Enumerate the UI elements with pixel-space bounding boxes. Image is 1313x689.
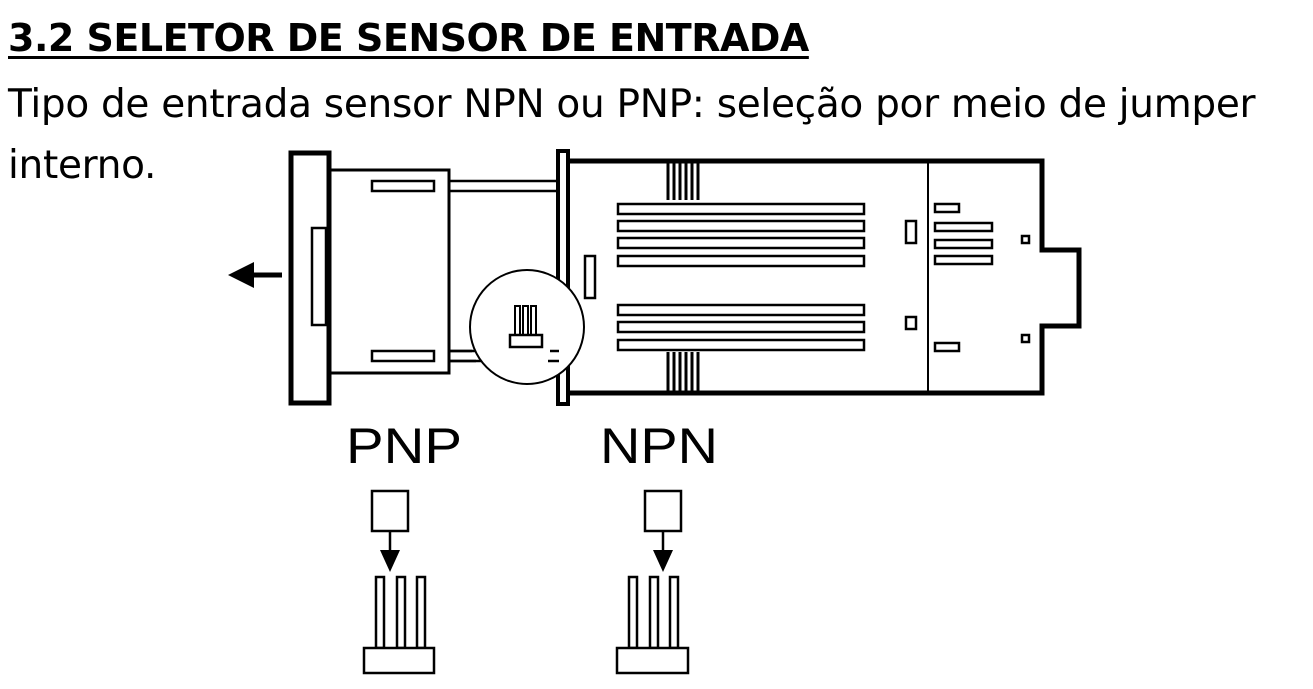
npn-label: NPN: [600, 418, 718, 474]
arrow-left-icon: [228, 262, 282, 288]
section-description: Tipo de entrada sensor NPN ou PNP: seleç…: [8, 82, 1256, 188]
npn-jumper-option: NPN: [600, 418, 718, 675]
section-heading: 3.2 SELETOR DE SENSOR DE ENTRADA: [8, 16, 809, 60]
pnp-label: PNP: [346, 418, 462, 474]
jumper-cap-left-pins-icon: [362, 489, 436, 675]
jumper-cap-right-pins-icon: [615, 489, 690, 675]
jumper-location-highlight: [449, 269, 585, 385]
pnp-jumper-option: PNP: [346, 418, 462, 675]
controller-side-view: [288, 149, 1082, 406]
